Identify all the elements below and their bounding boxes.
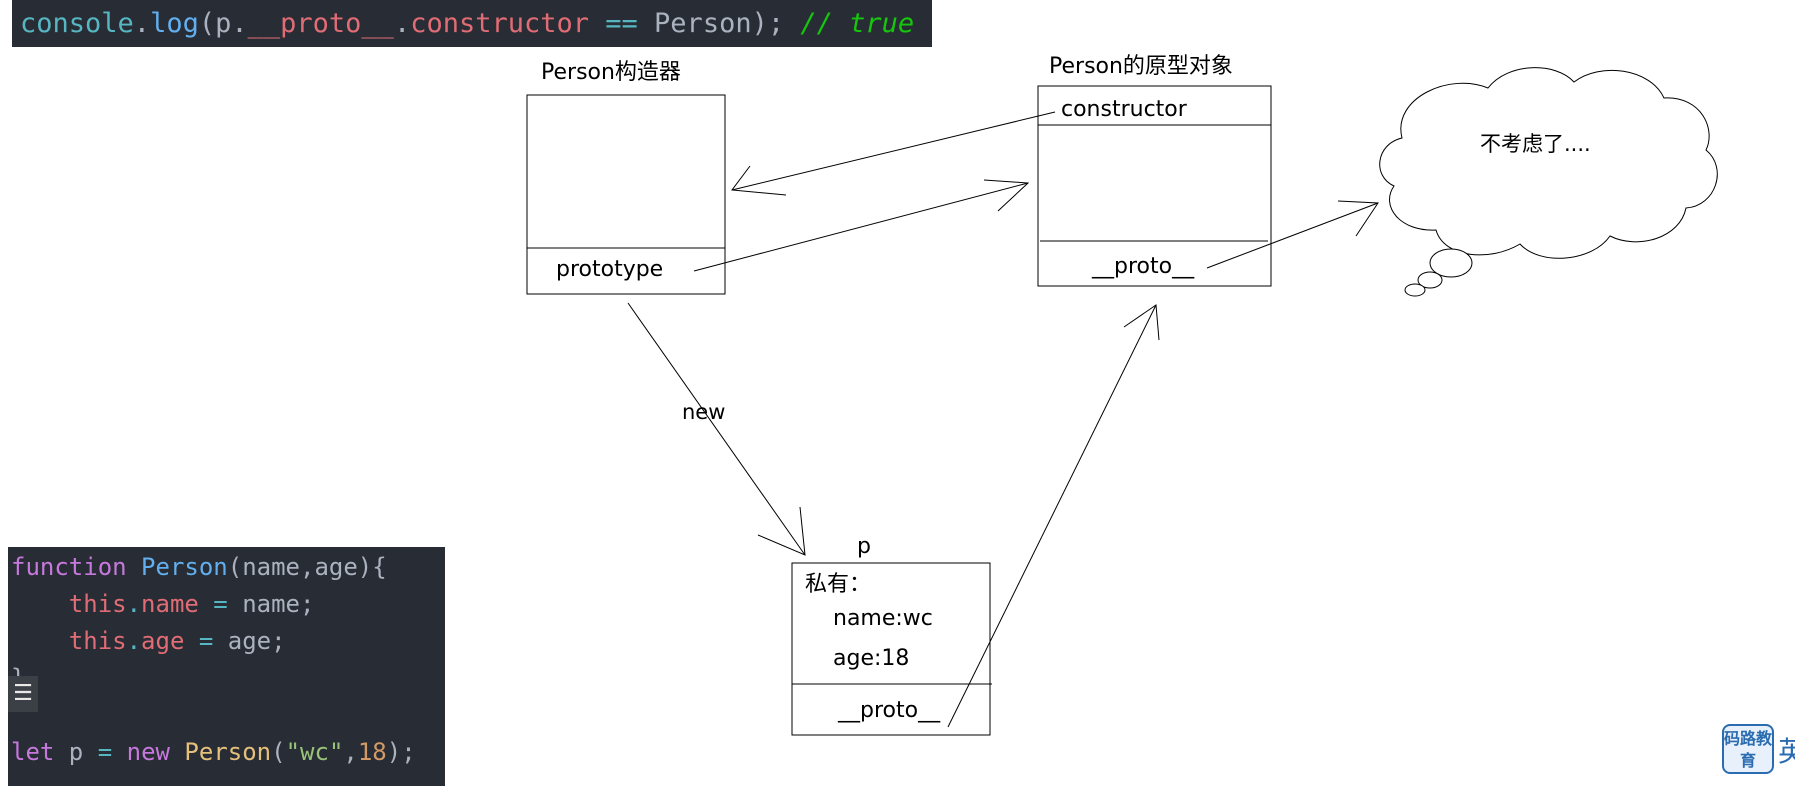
code-token-this: this bbox=[11, 627, 127, 655]
code-token-log: log bbox=[150, 8, 199, 39]
code-token-equals: == bbox=[589, 8, 655, 39]
prototype-object-title: Person的原型对象 bbox=[1049, 54, 1233, 79]
code-token-proto: __proto__ bbox=[247, 8, 394, 39]
arrow-prototype-to-object bbox=[693, 182, 1029, 272]
code-token-number-18: 18 bbox=[357, 738, 387, 766]
code-snippet-person-function: function Person(name,age){ this.name = n… bbox=[8, 547, 445, 786]
code-token-comma: , bbox=[343, 738, 358, 766]
prototype-object-proto-label: __proto__ bbox=[1092, 254, 1195, 279]
prototype-label: prototype bbox=[556, 257, 664, 282]
p-instance-title: p bbox=[857, 534, 871, 559]
code-token-name-value: name; bbox=[242, 590, 315, 618]
menu-icon[interactable]: ☰ bbox=[8, 676, 38, 712]
code-token-close-paren: ); bbox=[386, 738, 416, 766]
code-token-dot: . bbox=[126, 627, 142, 655]
code-token-open-paren: ( bbox=[271, 738, 286, 766]
code-token-let: let bbox=[11, 738, 55, 766]
code-token-person-close: Person); bbox=[654, 8, 785, 39]
arrow-new-to-p bbox=[627, 302, 806, 556]
brand-logo-side-text: 英 bbox=[1778, 735, 1795, 768]
code-token-function-keyword: function bbox=[11, 553, 127, 581]
code-line-1: function Person(name,age){ bbox=[11, 549, 387, 585]
p-proto-label: __proto__ bbox=[838, 698, 941, 723]
p-age-field: age:18 bbox=[833, 646, 910, 671]
code-token-dot: . bbox=[133, 8, 151, 39]
prototype-object-box bbox=[1037, 85, 1272, 287]
code-line-6: let p = new Person("wc",18); bbox=[11, 734, 416, 770]
code-token-constructor: constructor bbox=[410, 8, 590, 39]
code-snippet-console-log: console.log(p.__proto__.constructor == P… bbox=[12, 0, 932, 47]
code-token-person-name: Person bbox=[126, 553, 228, 581]
cloud-text: 不考虑了.... bbox=[1480, 132, 1591, 156]
code-token-string-wc: "wc" bbox=[285, 738, 344, 766]
p-name-field: name:wc bbox=[833, 606, 933, 631]
code-token-dot: . bbox=[393, 8, 411, 39]
code-token-console: console bbox=[20, 8, 134, 39]
code-token-p: p bbox=[54, 738, 84, 766]
brand-logo-icon: 码路教育 bbox=[1722, 724, 1774, 774]
code-token-assign: = bbox=[83, 738, 127, 766]
code-token-new: new bbox=[126, 738, 170, 766]
arrowhead-constructor-to-person bbox=[731, 165, 787, 196]
arrow-p-proto-to-object bbox=[947, 304, 1157, 728]
person-constructor-box bbox=[526, 94, 726, 295]
code-token-dot: . bbox=[126, 590, 142, 618]
code-token-params: (name,age){ bbox=[227, 553, 387, 581]
p-private-label: 私有： bbox=[805, 572, 872, 597]
code-token-assign: = bbox=[184, 627, 228, 655]
new-label: new bbox=[682, 400, 726, 424]
p-instance-box bbox=[791, 562, 991, 736]
code-token-age-value: age; bbox=[227, 627, 286, 655]
code-token-comment: // true bbox=[784, 8, 915, 39]
code-token-age-prop: age bbox=[141, 627, 185, 655]
arrow-object-proto-to-cloud bbox=[1206, 202, 1379, 269]
code-token-person-class: Person bbox=[169, 738, 272, 766]
code-token-this: this bbox=[11, 590, 127, 618]
arrowhead-prototype-to-object bbox=[983, 179, 1030, 212]
code-token-name-prop: name bbox=[141, 590, 199, 618]
arrowhead-p-proto-to-object bbox=[1123, 304, 1160, 341]
code-token-open: (p. bbox=[198, 8, 248, 39]
arrowhead-object-proto-to-cloud bbox=[1337, 200, 1379, 237]
arrowhead-new-to-p bbox=[757, 506, 806, 556]
person-constructor-title: Person构造器 bbox=[541, 60, 681, 85]
arrow-constructor-to-person bbox=[731, 111, 1056, 191]
code-token-assign: = bbox=[198, 590, 243, 618]
thought-cloud-icon bbox=[1379, 67, 1718, 297]
code-line-3: this.age = age; bbox=[11, 623, 286, 659]
constructor-label: constructor bbox=[1061, 97, 1187, 122]
code-line-2: this.name = name; bbox=[11, 586, 315, 622]
